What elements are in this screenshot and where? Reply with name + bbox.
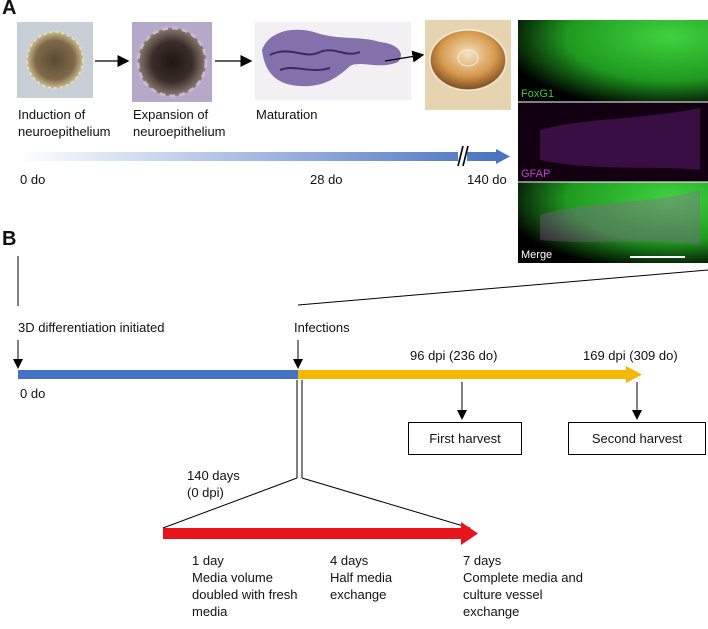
timeline-a-mid: 28 do <box>310 172 343 187</box>
fluorescence-panels <box>518 20 708 263</box>
start-label: 3D differentiation initiated <box>18 320 165 335</box>
timeline-a <box>18 145 510 167</box>
neurosphere-image <box>17 22 93 98</box>
infection-label: Infections <box>294 320 350 335</box>
timeline-b <box>18 366 642 383</box>
harvest1-time: 96 dpi (236 do) <box>410 348 498 363</box>
timeline-a-end: 140 do <box>467 172 507 187</box>
timeline-a-start: 0 do <box>20 172 46 187</box>
panel-b-letter: B <box>2 228 17 250</box>
timeline-yellow-segment <box>298 370 628 379</box>
stage-label-expansion: Expansion of neuroepithelium <box>133 107 226 139</box>
stage-label-maturation: Maturation <box>256 107 318 122</box>
event-4days: 4 days Half media exchange <box>330 553 393 602</box>
event-1day: 1 day Media volume doubled with fresh me… <box>192 553 298 619</box>
harvest2-time: 169 dpi (309 do) <box>583 348 678 363</box>
label-gfap: GFAP <box>521 168 551 180</box>
expanded-organoid-image <box>132 22 212 102</box>
culture-dish-image <box>425 20 511 110</box>
first-harvest-box: First harvest <box>408 422 522 455</box>
stage-label-induction: Induction of neuroepithelium <box>18 107 111 139</box>
label-foxg1: FoxG1 <box>521 88 555 100</box>
panel-a-letter: A <box>2 0 17 19</box>
red-arrow <box>163 522 478 545</box>
zoom-start-label: 140 days (0 dpi) <box>187 468 240 500</box>
event-7days: 7 days Complete media and culture vessel… <box>463 553 583 619</box>
timeline-blue-segment <box>18 370 298 379</box>
label-merge: Merge <box>521 249 553 261</box>
timeline-b-start: 0 do <box>20 386 46 401</box>
second-harvest-box: Second harvest <box>568 422 706 455</box>
